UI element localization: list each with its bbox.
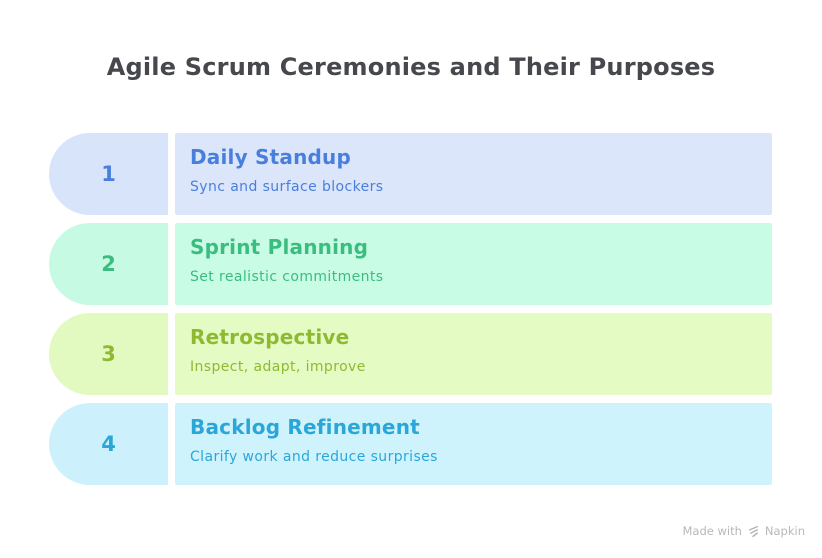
ceremony-card: Daily Standup Sync and surface blockers (175, 133, 772, 215)
napkin-logo-icon (747, 525, 760, 538)
step-number-badge: 4 (49, 403, 168, 485)
made-with-napkin-link[interactable]: Made with Napkin (683, 524, 806, 538)
step-number: 2 (101, 252, 116, 276)
ceremony-title: Backlog Refinement (190, 415, 420, 439)
step-number-badge: 3 (49, 313, 168, 395)
list-item: 4 Backlog Refinement Clarify work and re… (49, 403, 772, 485)
ceremony-card: Retrospective Inspect, adapt, improve (175, 313, 772, 395)
step-number: 3 (101, 342, 116, 366)
ceremony-title: Retrospective (190, 325, 350, 349)
list-item: 3 Retrospective Inspect, adapt, improve (49, 313, 772, 395)
watermark-brand: Napkin (764, 524, 805, 538)
ceremony-title: Sprint Planning (190, 235, 369, 259)
ceremony-card: Backlog Refinement Clarify work and redu… (175, 403, 772, 485)
step-number: 4 (101, 432, 116, 456)
ceremony-list: 1 Daily Standup Sync and surface blocker… (49, 133, 772, 485)
ceremony-purpose: Sync and surface blockers (190, 179, 384, 195)
ceremony-title: Daily Standup (190, 145, 351, 169)
list-item: 2 Sprint Planning Set realistic commitme… (49, 223, 772, 305)
ceremony-card: Sprint Planning Set realistic commitment… (175, 223, 772, 305)
ceremony-purpose: Set realistic commitments (190, 269, 384, 285)
step-number-badge: 2 (49, 223, 168, 305)
ceremony-purpose: Inspect, adapt, improve (190, 359, 366, 375)
ceremony-purpose: Clarify work and reduce surprises (190, 449, 438, 465)
watermark-label: Made with (682, 524, 742, 538)
step-number-badge: 1 (49, 133, 168, 215)
step-number: 1 (101, 162, 116, 186)
page-title: Agile Scrum Ceremonies and Their Purpose… (106, 53, 716, 81)
list-item: 1 Daily Standup Sync and surface blocker… (49, 133, 772, 215)
